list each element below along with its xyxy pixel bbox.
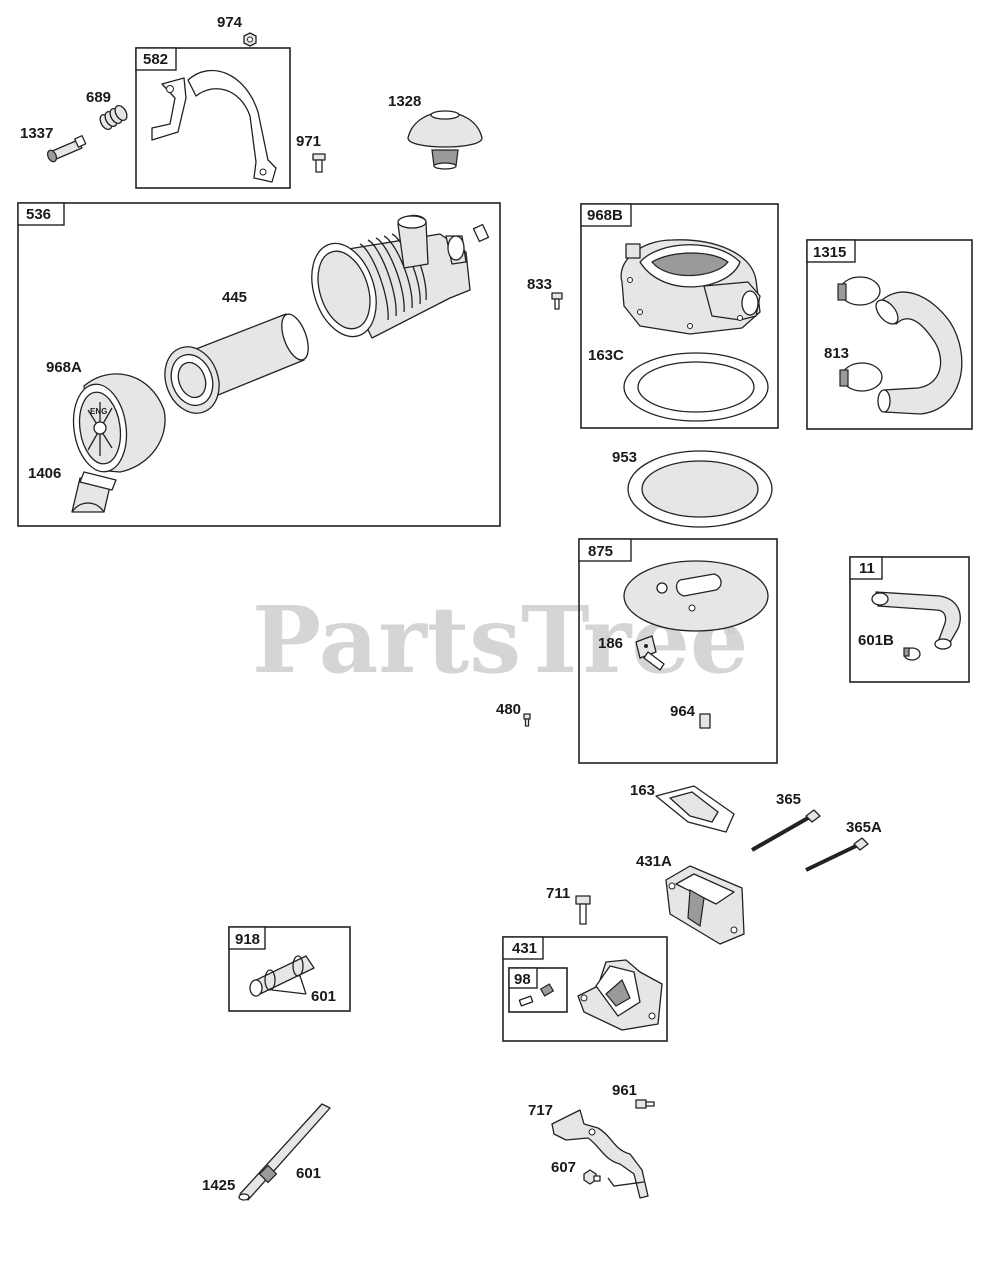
part-365-bolt[interactable]: [751, 809, 821, 852]
callout-953[interactable]: 953: [612, 449, 637, 466]
part-717-bracket[interactable]: [551, 1109, 649, 1199]
part-607-nut[interactable]: [583, 1169, 601, 1185]
part-163-gasket[interactable]: [655, 785, 735, 833]
part-961-bolt[interactable]: [635, 1099, 655, 1109]
callout-711[interactable]: 711: [546, 885, 570, 902]
part-480-screw[interactable]: [523, 713, 531, 727]
part-1315-clamp-upper[interactable]: [837, 276, 881, 306]
part-968A-cover[interactable]: ENG: [68, 373, 166, 475]
part-1425-tube[interactable]: [238, 1103, 331, 1201]
box-98-label: 98: [514, 971, 531, 988]
box-582-label: 582: [143, 51, 168, 68]
part-711-bolt[interactable]: [575, 895, 591, 925]
part-918-tube[interactable]: [249, 955, 315, 997]
part-971-bolt[interactable]: [312, 153, 326, 173]
box-431: 431: [502, 936, 668, 1042]
callout-186[interactable]: 186: [598, 635, 623, 652]
callout-601B[interactable]: 601B: [858, 632, 894, 649]
callout-961[interactable]: 961: [612, 1082, 637, 1099]
callout-607[interactable]: 607: [551, 1159, 576, 1176]
part-163C-gasket[interactable]: [623, 352, 769, 422]
box-536-label: 536: [26, 206, 51, 223]
callout-717[interactable]: 717: [528, 1102, 553, 1119]
callout-163[interactable]: 163: [630, 782, 655, 799]
part-964-plug[interactable]: [699, 713, 711, 729]
part-431-intake[interactable]: [577, 959, 663, 1031]
callout-445[interactable]: 445: [222, 289, 247, 306]
svg-text:ENG: ENG: [90, 407, 107, 416]
box-968B-label: 968B: [587, 207, 623, 224]
box-98: 98: [508, 967, 568, 1013]
callout-833[interactable]: 833: [527, 276, 552, 293]
callout-974[interactable]: 974: [217, 14, 243, 31]
box-918: 918: [228, 926, 351, 1012]
box-536: 536: [17, 202, 501, 527]
part-1315-hose[interactable]: [872, 291, 963, 415]
box-875-label: 875: [588, 543, 613, 560]
callout-365A[interactable]: 365A: [846, 819, 882, 836]
callout-1406[interactable]: 1406: [28, 465, 61, 482]
part-98-screws[interactable]: [518, 983, 555, 1007]
box-968B: 968B: [580, 203, 779, 429]
callout-431A[interactable]: 431A: [636, 853, 672, 870]
part-875-plate[interactable]: [623, 560, 769, 632]
box-1315-label: 1315: [813, 244, 846, 261]
callout-964[interactable]: 964: [670, 703, 696, 720]
part-968B-adapter[interactable]: [620, 239, 761, 335]
part-1406-valve[interactable]: [71, 471, 117, 513]
part-1337-valve[interactable]: [46, 135, 87, 163]
box-11-label: 11: [859, 560, 875, 577]
part-601B-clamp[interactable]: [903, 647, 921, 661]
callout-968A[interactable]: 968A: [46, 359, 82, 376]
callout-689[interactable]: 689: [86, 89, 111, 106]
part-1328-cap[interactable]: [407, 110, 483, 170]
callout-365[interactable]: 365: [776, 791, 801, 808]
callout-480[interactable]: 480: [496, 701, 521, 718]
part-582-bracket[interactable]: [151, 70, 277, 183]
box-431-label: 431: [512, 940, 537, 957]
box-1315: 1315: [806, 239, 973, 430]
callout-163C[interactable]: 163C: [588, 347, 624, 364]
callout-971[interactable]: 971: [296, 133, 321, 150]
callout-601-918[interactable]: 601: [311, 988, 336, 1005]
callout-601-bottom[interactable]: 601: [296, 1165, 321, 1182]
part-431A-spacer[interactable]: [665, 865, 745, 945]
part-11-tube[interactable]: [871, 591, 961, 650]
callout-813[interactable]: 813: [824, 345, 849, 362]
callout-1425[interactable]: 1425: [202, 1177, 235, 1194]
box-918-label: 918: [235, 931, 260, 948]
watermark-trademark: TM: [722, 626, 735, 636]
callout-1328[interactable]: 1328: [388, 93, 421, 110]
part-365A-bolt[interactable]: [805, 837, 869, 872]
part-813-clamp[interactable]: [839, 362, 883, 392]
part-953-gasket[interactable]: [627, 450, 773, 528]
part-445-filter-element[interactable]: [156, 311, 314, 421]
box-582: 582: [135, 47, 291, 189]
part-833-bolt[interactable]: [551, 292, 563, 310]
part-186-fitting[interactable]: [635, 635, 665, 671]
part-536-housing[interactable]: [301, 214, 490, 344]
part-689-spring[interactable]: [98, 104, 130, 132]
box-875: 875: [578, 538, 778, 764]
box-11: 11: [849, 556, 970, 683]
callout-1337[interactable]: 1337: [20, 125, 53, 142]
part-974-nut[interactable]: [243, 32, 257, 47]
